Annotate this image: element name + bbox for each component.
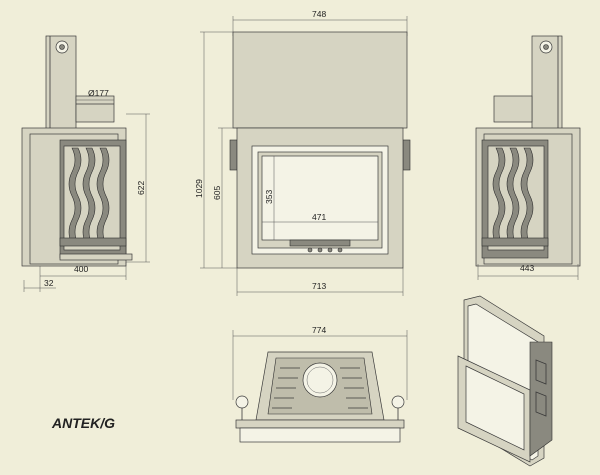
front-view: 748 1029 605 353 471 713 [194,9,411,296]
dim-right-side-depth: 443 [520,263,534,273]
dim-glass-width: 471 [312,212,326,222]
dim-side-offset: 32 [44,278,54,288]
perspective-view [457,295,553,467]
drawing-title: ANTEK/G [51,415,115,431]
top-view: 774 [232,325,408,443]
dim-front-width-top: 748 [312,9,326,19]
dim-front-height-body: 605 [212,186,222,200]
dim-top-view-width: 774 [312,325,326,335]
dim-side-depth: 400 [74,264,88,274]
dim-front-width-bottom: 713 [312,281,326,291]
right-side-view: 443 [475,35,581,280]
dim-flue-diameter: Ø177 [88,88,109,98]
dim-side-height: 622 [136,181,146,195]
dim-glass-height: 353 [264,190,274,204]
left-side-view: Ø177 622 400 32 [21,35,150,292]
dim-front-height-total: 1029 [194,179,204,198]
